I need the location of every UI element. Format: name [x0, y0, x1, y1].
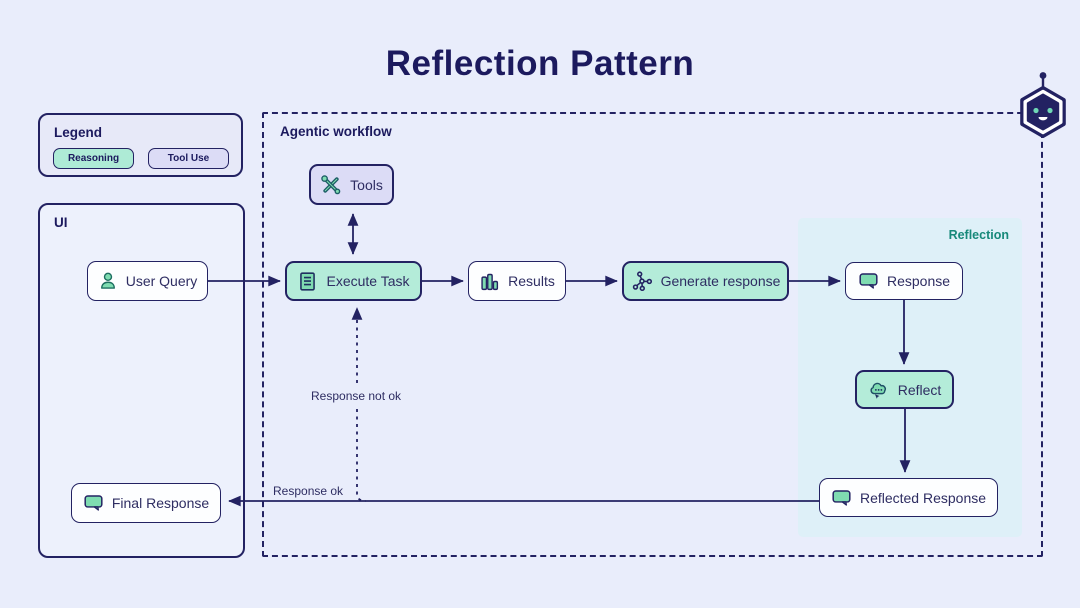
reflected-response-label: Reflected Response — [859, 489, 987, 506]
page-title: Reflection Pattern — [385, 44, 695, 83]
execute-task-label: Execute Task — [326, 273, 410, 289]
generate-response-label: Generate response — [660, 273, 781, 289]
results-label: Results — [508, 273, 555, 289]
generate-response-node: Generate response — [622, 261, 789, 301]
response-label: Response — [886, 273, 951, 289]
crossed-tools-icon — [320, 174, 342, 196]
tools-node: Tools — [309, 164, 394, 205]
legend-title: Legend — [54, 125, 103, 140]
document-list-icon — [297, 271, 318, 292]
chat-bubble-icon — [831, 488, 852, 508]
agentic-workflow-title: Agentic workflow — [280, 124, 392, 139]
execute-task-node: Execute Task — [285, 261, 422, 301]
results-node: Results — [468, 261, 566, 301]
reflect-node: Reflect — [855, 370, 954, 409]
agentic-workflow-panel: Agentic workflow — [262, 112, 1043, 557]
bar-chart-icon — [479, 271, 500, 292]
ui-panel-title: UI — [54, 215, 68, 230]
chat-bubble-icon — [858, 271, 879, 291]
response-node: Response — [845, 262, 963, 300]
final-response-node: Final Response — [71, 483, 221, 523]
tools-label: Tools — [350, 176, 383, 193]
chat-bubble-icon — [83, 493, 104, 513]
legend-reasoning-badge: Reasoning — [53, 148, 134, 169]
thought-bubble-icon — [868, 379, 890, 401]
reflect-label: Reflect — [897, 381, 942, 398]
final-response-label: Final Response — [111, 495, 210, 511]
user-query-node: User Query — [87, 261, 208, 301]
edge-label-response-not-ok: Response not ok — [311, 389, 402, 403]
legend-panel: Legend Reasoning Tool Use — [38, 113, 243, 177]
person-icon — [98, 271, 118, 291]
user-query-label: User Query — [125, 273, 198, 289]
edge-label-response-ok: Response ok — [273, 484, 344, 498]
reflection-panel-title: Reflection — [948, 228, 1009, 242]
legend-tool-use-badge: Tool Use — [148, 148, 229, 169]
network-nodes-icon — [631, 270, 653, 292]
reflected-response-node: Reflected Response — [819, 478, 998, 517]
